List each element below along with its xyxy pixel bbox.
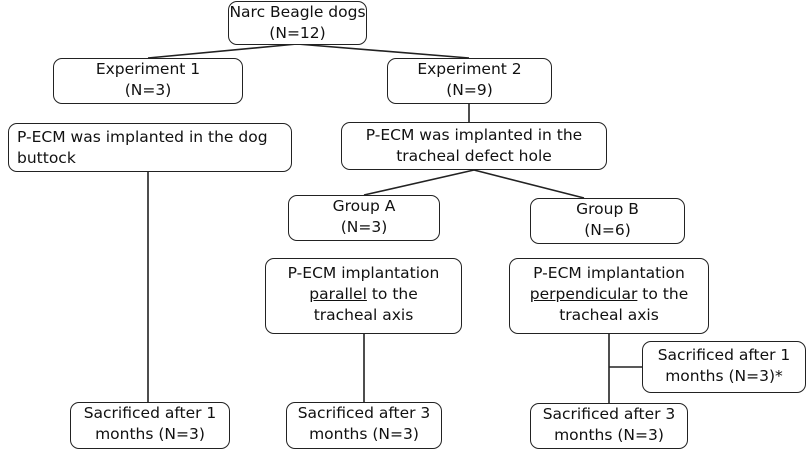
parallel-word: parallel	[309, 285, 367, 303]
node-sacrificed-group-a: Sacrificed after 3 months (N=3)	[286, 402, 442, 449]
parallel-rest: to the	[366, 285, 418, 303]
node-sacrificed-exp1: Sacrificed after 1 months (N=3)	[70, 402, 230, 449]
node-experiment-1: Experiment 1 (N=3)	[53, 58, 243, 104]
node-sacrificed-group-b-3month-line2: months (N=3)	[554, 426, 664, 444]
node-sacrificed-exp1-line2: months (N=3)	[95, 425, 205, 443]
node-sacrificed-group-b-1month-line1: Sacrificed after 1	[657, 346, 791, 364]
node-perpendicular-line1: P-ECM implantation	[533, 264, 685, 282]
node-buttock-line1: P-ECM was implanted in the dog	[17, 128, 268, 146]
node-sacrificed-group-b-3month-line1: Sacrificed after 3	[542, 405, 676, 423]
node-experiment-1-line2: (N=3)	[124, 81, 172, 99]
perpendicular-word: perpendicular	[529, 285, 638, 303]
node-group-b-line2: (N=6)	[584, 221, 631, 239]
node-perpendicular-line2: perpendicular to the	[510, 284, 708, 305]
node-experiment-1-line1: Experiment 1	[95, 60, 201, 78]
node-experiment-2-line2: (N=9)	[446, 81, 493, 99]
node-perpendicular-implant: P-ECM implantation perpendicular to the …	[509, 258, 709, 334]
node-tracheal-line1: P-ECM was implanted in the	[365, 126, 583, 144]
node-perpendicular-line3: tracheal axis	[559, 306, 659, 324]
node-tracheal-line2: tracheal defect hole	[396, 147, 552, 165]
node-root: Narc Beagle dogs (N=12)	[228, 1, 367, 45]
node-parallel-line1: P-ECM implantation	[287, 264, 440, 282]
perpendicular-rest: to the	[637, 285, 689, 303]
node-experiment-2: Experiment 2 (N=9)	[387, 58, 552, 104]
node-sacrificed-group-a-line2: months (N=3)	[309, 425, 419, 443]
node-tracheal-implant: P-ECM was implanted in the tracheal defe…	[341, 122, 607, 170]
node-parallel-line3: tracheal axis	[313, 306, 414, 324]
node-buttock-line2: buttock	[17, 149, 76, 167]
connector-root-exp2	[296, 43, 470, 59]
node-root-line2: (N=12)	[269, 24, 326, 42]
node-group-a: Group A (N=3)	[288, 195, 440, 241]
connector-tracheal-groupB	[473, 169, 585, 199]
node-sacrificed-group-a-line1: Sacrificed after 3	[297, 404, 431, 422]
node-group-a-line2: (N=3)	[340, 218, 388, 236]
node-group-a-line1: Group A	[332, 197, 396, 215]
node-parallel-implant: P-ECM implantation parallel to the trach…	[265, 258, 462, 334]
node-sacrificed-group-b-3month: Sacrificed after 3 months (N=3)	[530, 403, 688, 449]
node-sacrificed-exp1-line1: Sacrificed after 1	[83, 404, 217, 422]
node-root-line1: Narc Beagle dogs	[229, 3, 366, 21]
connector-tracheal-groupA	[363, 169, 475, 196]
node-sacrificed-group-b-1month-line2: months (N=3)*	[665, 367, 783, 385]
connector-root-exp1	[147, 43, 298, 59]
node-group-b: Group B (N=6)	[530, 198, 685, 244]
node-parallel-line2: parallel to the	[266, 284, 461, 305]
node-sacrificed-group-b-1month: Sacrificed after 1 months (N=3)*	[642, 341, 806, 393]
node-experiment-2-line1: Experiment 2	[417, 60, 522, 78]
node-group-b-line1: Group B	[576, 200, 639, 218]
node-buttock-implant: P-ECM was implanted in the dog buttock	[8, 123, 292, 172]
